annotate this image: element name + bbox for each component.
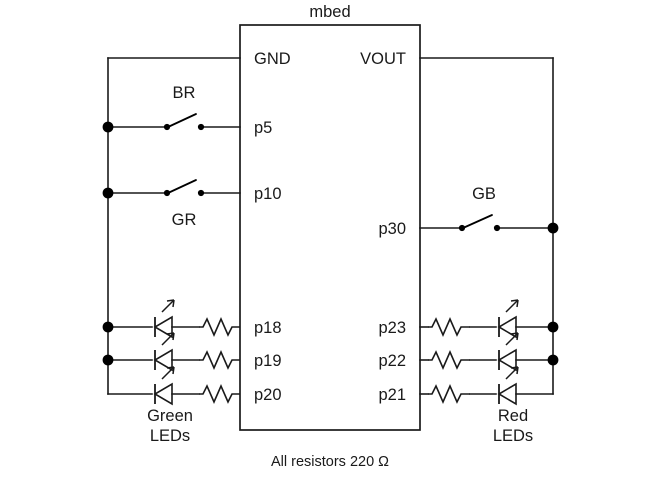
- red-led-3-triangle: [497, 382, 517, 406]
- gb-switch-terminal-left: [458, 224, 466, 232]
- green-led-1-emission-arrow: [161, 299, 175, 313]
- pin-label-p20: p20: [254, 386, 282, 404]
- red-led-2-emission-arrow: [505, 332, 519, 346]
- pin-label-p19: p19: [254, 352, 282, 370]
- pin-label-gnd: GND: [254, 50, 291, 68]
- pin-label-vout: VOUT: [360, 50, 406, 68]
- junction-dot-gb: [547, 222, 559, 234]
- green-led-2-emission-arrow: [161, 332, 175, 346]
- gb-switch-blade[interactable]: [462, 214, 493, 229]
- green-led-3-emission-arrow: [161, 366, 175, 380]
- br-switch-blade[interactable]: [167, 113, 197, 128]
- junction-dot-br: [102, 121, 114, 133]
- gr-switch-terminal-right: [197, 189, 205, 197]
- green-resistor-1: [199, 317, 240, 337]
- junction-dot-p23: [547, 321, 559, 333]
- red-led-1-emission-arrow: [505, 299, 519, 313]
- green-led-3-triangle: [153, 382, 173, 406]
- pin-label-p30: p30: [378, 220, 406, 238]
- resistor-value-note: All resistors 220 Ω: [271, 454, 389, 470]
- gb-switch-label: GB: [472, 185, 496, 203]
- junction-dot-p19: [102, 354, 114, 366]
- junction-dot-gr: [102, 187, 114, 199]
- red-resistor-2: [428, 350, 470, 370]
- br-switch-terminal-right: [197, 123, 205, 131]
- junction-dot-p22: [547, 354, 559, 366]
- pin-label-p18: p18: [254, 319, 282, 337]
- chip-title: mbed: [309, 3, 350, 21]
- pin-label-p22: p22: [378, 352, 406, 370]
- gr-switch-terminal-left: [163, 189, 171, 197]
- br-switch-label: BR: [173, 84, 196, 102]
- red-leds-label-line1: Red: [498, 407, 528, 425]
- gr-switch-blade[interactable]: [167, 179, 197, 194]
- pin-label-p10: p10: [254, 185, 282, 203]
- red-resistor-3: [428, 384, 470, 404]
- green-leds-label-line1: Green: [147, 407, 193, 425]
- red-leds-label-line2: LEDs: [493, 427, 533, 445]
- gb-switch-terminal-right: [493, 224, 501, 232]
- pin-label-p21: p21: [378, 386, 406, 404]
- pin-label-p23: p23: [378, 319, 406, 337]
- mbed-chip-body: [239, 24, 421, 431]
- green-resistor-2: [199, 350, 240, 370]
- junction-dot-p18: [102, 321, 114, 333]
- pin-label-p5: p5: [254, 119, 272, 137]
- br-switch-terminal-left: [163, 123, 171, 131]
- gr-switch-label: GR: [172, 211, 197, 229]
- green-leds-label-line2: LEDs: [150, 427, 190, 445]
- red-resistor-1: [428, 317, 470, 337]
- green-resistor-3: [199, 384, 240, 404]
- red-led-3-emission-arrow: [505, 366, 519, 380]
